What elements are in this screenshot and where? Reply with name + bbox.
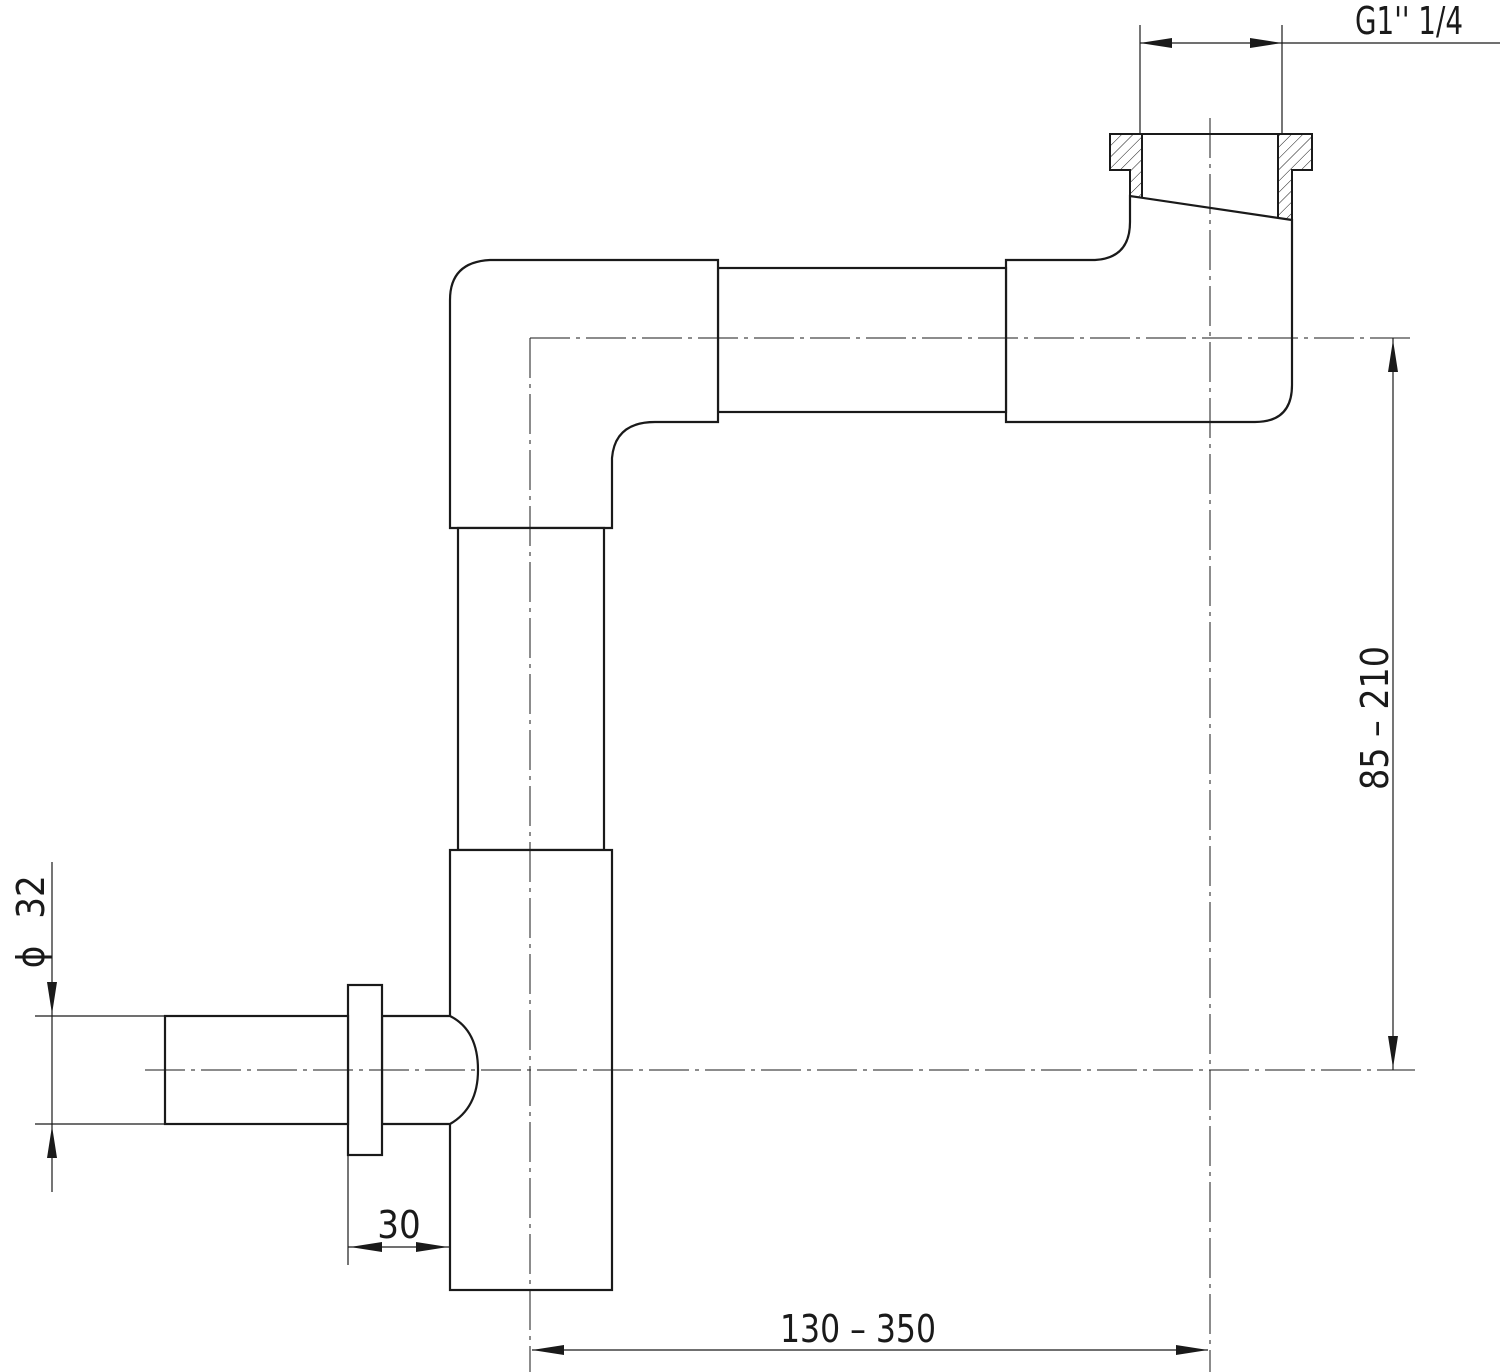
length-range-label: 130 – 350 xyxy=(780,1307,936,1351)
upper-left-elbow xyxy=(448,258,720,530)
offset-label: 30 xyxy=(377,1203,421,1247)
offset-dimension: 30 xyxy=(347,1155,450,1265)
center-lines xyxy=(145,118,1415,1372)
height-range-label: 85 – 210 xyxy=(1353,646,1397,790)
thread-size-label: G1'' 1/4 xyxy=(1355,0,1463,43)
vertical-extension-tube xyxy=(456,526,606,852)
horizontal-extension-tube xyxy=(716,266,1008,414)
right-elbow-body xyxy=(1004,194,1294,424)
length-dimension: 130 – 350 xyxy=(532,1307,1208,1355)
thread-dimension: G1'' 1/4 xyxy=(1139,0,1500,134)
outlet-diameter-dimension: ϕ 32 xyxy=(9,862,165,1192)
height-dimension: 85 – 210 xyxy=(1353,338,1398,1070)
inlet-right-wall-section xyxy=(1277,133,1313,221)
outlet-diameter-label: 32 xyxy=(9,875,53,919)
diameter-symbol: ϕ xyxy=(9,946,53,969)
inlet-left-wall-section xyxy=(1109,133,1143,199)
